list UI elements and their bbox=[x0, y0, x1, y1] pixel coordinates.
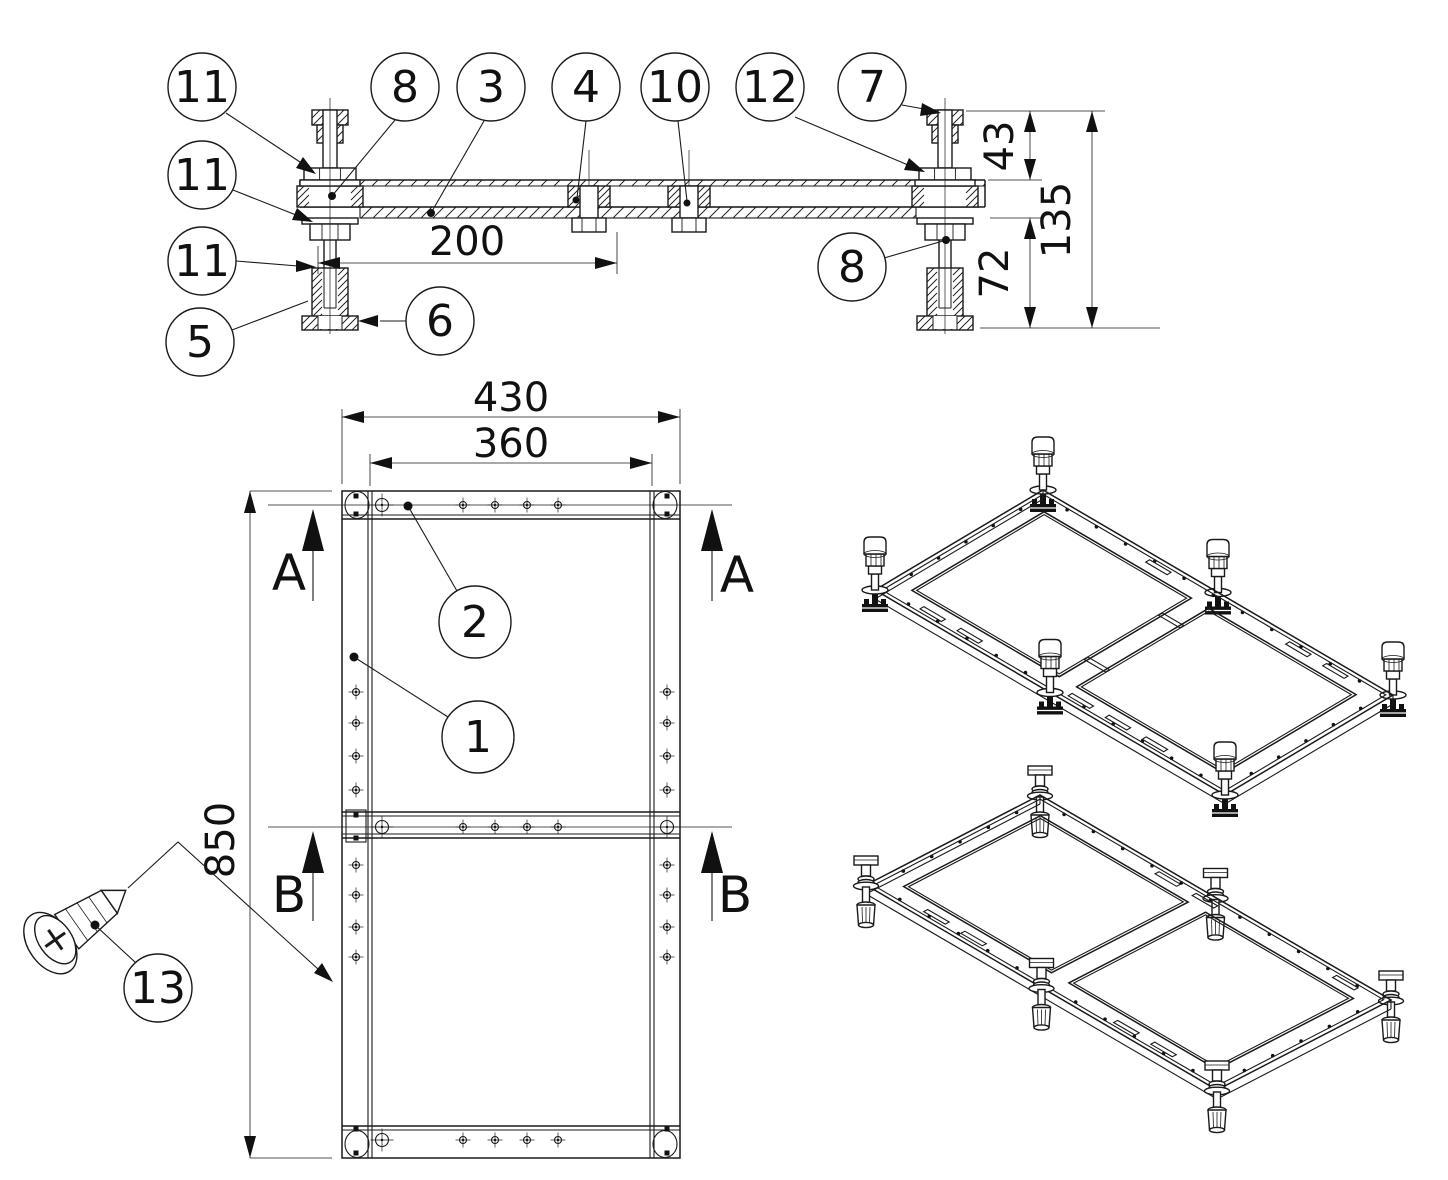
mounting-bracket bbox=[1211, 798, 1239, 818]
callout-balloons bbox=[225, 103, 950, 331]
dim-spacing-200: 200 bbox=[317, 219, 618, 274]
screw-detail bbox=[23, 841, 333, 982]
callout-2: 2 bbox=[438, 585, 512, 659]
feet-near bbox=[852, 855, 1231, 1134]
callout-10: 10 bbox=[640, 52, 710, 122]
callout-number: 11 bbox=[174, 62, 230, 113]
hatching bbox=[306, 179, 986, 219]
callout-11: 11 bbox=[167, 226, 237, 296]
dim-width-430: 430 bbox=[341, 375, 681, 484]
dim-width-360: 360 bbox=[369, 421, 653, 486]
iso-view-frame-upright bbox=[852, 765, 1405, 1134]
mounting-bracket bbox=[1203, 1060, 1231, 1096]
mounting-holes bbox=[348, 493, 679, 1156]
callout-number: 8 bbox=[391, 62, 419, 113]
callout-13: 13 bbox=[123, 953, 193, 1023]
frame-body bbox=[864, 795, 1392, 1100]
callout-number: 8 bbox=[838, 242, 866, 293]
callout-number: 2 bbox=[461, 597, 489, 648]
dim-135-label: 135 bbox=[1034, 182, 1080, 258]
dim-stud-43: 43 bbox=[966, 110, 1105, 181]
leveling-foot-section bbox=[911, 98, 979, 334]
section-line-b: B B bbox=[268, 826, 752, 924]
callout-8: 8 bbox=[817, 232, 887, 302]
plan-view: A A B B 430 360 bbox=[198, 375, 754, 1159]
section-label-b-right: B bbox=[718, 866, 752, 924]
dim-72-label: 72 bbox=[972, 248, 1018, 299]
leveling-foot bbox=[1207, 1091, 1227, 1134]
leveling-foot bbox=[1031, 988, 1052, 1031]
callout-1: 1 bbox=[441, 700, 515, 774]
callout-number: 7 bbox=[858, 62, 886, 113]
dim-length-850: 850 bbox=[198, 490, 332, 1159]
callout-number: 11 bbox=[174, 150, 230, 201]
callout-circles: 11 8 3 4 10 12 7 11 11 5 6 8 2 1 13 bbox=[123, 52, 907, 1023]
leveling-foot bbox=[856, 886, 876, 929]
section-label-a-left: A bbox=[272, 544, 306, 602]
callout-3: 3 bbox=[456, 52, 526, 122]
adjustable-feet-far bbox=[1029, 436, 1407, 718]
section-label-b-left: B bbox=[272, 866, 306, 924]
rail-profile-section bbox=[299, 179, 986, 219]
dim-430-label: 430 bbox=[473, 375, 549, 421]
mounting-bracket bbox=[1204, 595, 1232, 616]
dim-360-label: 360 bbox=[473, 421, 549, 467]
callout-6: 6 bbox=[405, 286, 475, 356]
leveling-foot-section bbox=[296, 98, 364, 334]
callout-number: 1 bbox=[464, 712, 492, 763]
dim-850-label: 850 bbox=[198, 802, 244, 878]
callout-number: 13 bbox=[130, 963, 186, 1014]
callout-number: 5 bbox=[186, 317, 214, 368]
dim-total-135: 135 bbox=[1034, 111, 1098, 328]
callout-4: 4 bbox=[551, 52, 621, 122]
section-line-a: A A bbox=[268, 504, 754, 604]
section-label-a-right: A bbox=[720, 546, 754, 604]
mounting-bracket bbox=[1036, 695, 1064, 716]
mounting-bracket bbox=[861, 593, 889, 613]
callout-11: 11 bbox=[167, 140, 237, 210]
crossbar-end-plate bbox=[345, 809, 367, 843]
callout-number: 10 bbox=[647, 62, 703, 113]
dim-200-label: 200 bbox=[429, 219, 505, 265]
dim-foot-72: 72 bbox=[972, 217, 1160, 329]
fixing-screw-section bbox=[667, 150, 711, 233]
callout-7: 7 bbox=[837, 52, 907, 122]
fixing-screw-section bbox=[567, 150, 611, 233]
callout-8: 8 bbox=[370, 52, 440, 122]
leveling-knob bbox=[1029, 436, 1057, 495]
fastener-parts bbox=[296, 98, 979, 334]
section-view: 200 43 72 135 bbox=[225, 98, 1160, 334]
callout-5: 5 bbox=[165, 307, 235, 377]
callout-number: 4 bbox=[572, 62, 600, 113]
callout-number: 11 bbox=[174, 236, 230, 287]
callout-number: 6 bbox=[426, 296, 454, 347]
callout-number: 3 bbox=[477, 62, 505, 113]
callout-number: 12 bbox=[742, 62, 798, 113]
mounting-bracket bbox=[1028, 957, 1055, 993]
callout-12: 12 bbox=[735, 52, 805, 122]
callout-11: 11 bbox=[167, 52, 237, 122]
mounting-bracket bbox=[852, 855, 880, 891]
frame-body bbox=[873, 490, 1394, 805]
dim-43-label: 43 bbox=[977, 121, 1023, 172]
iso-view-frame-flipped bbox=[861, 436, 1407, 818]
